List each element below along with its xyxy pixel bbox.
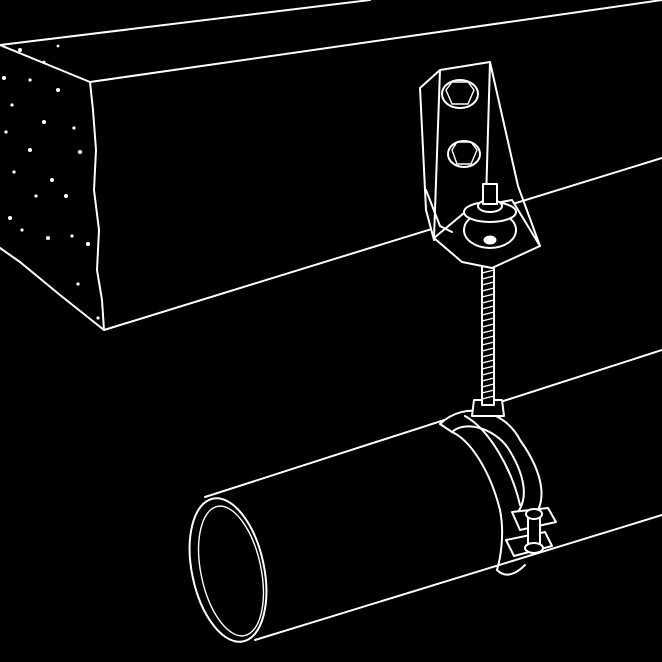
rod-thread (481, 335, 495, 340)
concrete-aggregate (2, 44, 100, 320)
threaded-rod (481, 239, 495, 406)
beam-end-face (0, 44, 105, 331)
rod-thread (481, 383, 495, 388)
rod-thread (481, 317, 495, 322)
anchor-bolt-upper (441, 79, 479, 109)
rod-thread (481, 341, 495, 346)
pipe-clamp (439, 399, 557, 576)
bracket-gusset (425, 189, 453, 233)
beam-top-front-edge (89, 0, 662, 83)
rod-thread (481, 275, 495, 280)
rod-thread (481, 389, 495, 394)
rod-thread (481, 359, 495, 364)
bracket-leg-edge (433, 69, 441, 239)
pipe-open-end (188, 497, 268, 643)
angle-bracket (419, 61, 541, 269)
rod-top-nut (482, 183, 498, 205)
rod-thread (481, 299, 495, 304)
rod-thread (481, 353, 495, 358)
rod-thread (481, 371, 495, 376)
pipe-top-edge (204, 349, 662, 498)
rod-thread (481, 329, 495, 334)
rod-thread (481, 281, 495, 286)
concrete-beam (0, 0, 662, 331)
clamp-band-upper (439, 409, 543, 521)
clamp-bolt-head (525, 508, 543, 520)
clamp-band-inner (464, 415, 521, 506)
pipe (188, 349, 662, 643)
beam-bottom-edge (103, 157, 662, 331)
rod-thread (481, 287, 495, 292)
bracket-flange-edge (489, 61, 541, 247)
pipe-inner-rim (197, 505, 265, 637)
pipe-bottom-edge (254, 514, 662, 641)
beam-top-edge (0, 0, 371, 46)
rod-thread (481, 323, 495, 328)
rod-thread (481, 395, 495, 400)
clamp-lower-edge (496, 564, 526, 576)
anchor-bolt-lower (447, 140, 481, 168)
rod-thread (481, 377, 495, 382)
rod-thread (481, 293, 495, 298)
clamp-band-front (451, 431, 504, 571)
rod-thread (481, 347, 495, 352)
rod-thread (481, 269, 495, 274)
rod-thread (481, 365, 495, 370)
rod-thread (481, 311, 495, 316)
isolator-highlight (483, 235, 497, 245)
clamp-nut (524, 542, 544, 554)
rod-thread (481, 305, 495, 310)
